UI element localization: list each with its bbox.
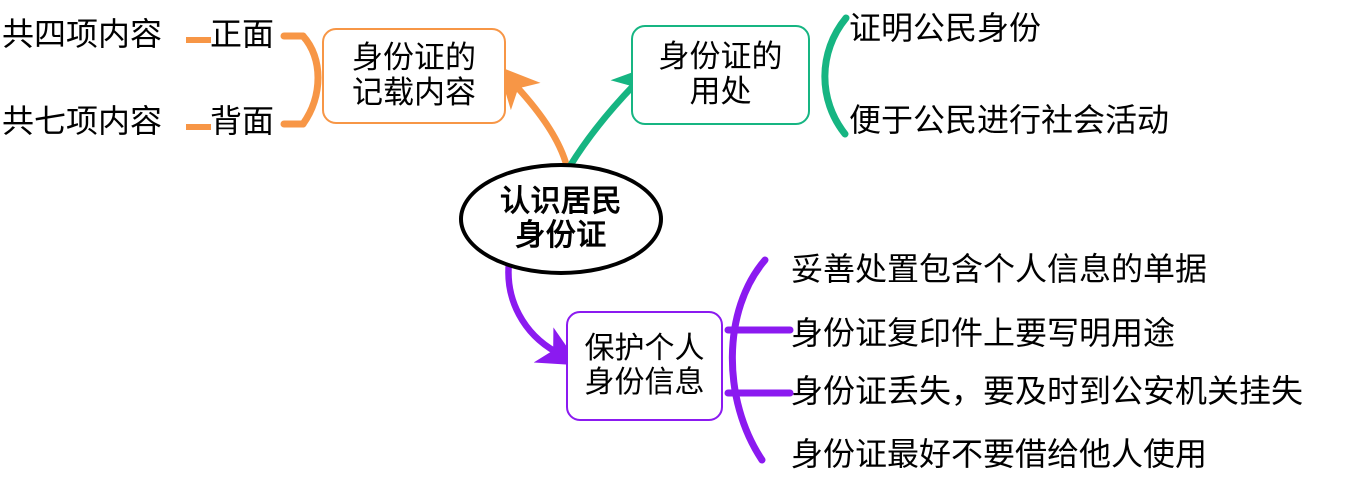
node-usage[interactable]: 身份证的 用处 <box>631 25 810 125</box>
record-front-label: 正面 <box>210 15 275 53</box>
bracket-usage <box>821 14 850 138</box>
protect-child-4: 身份证最好不要借给他人使用 <box>791 435 1208 473</box>
edge-center-to-protect <box>505 258 580 366</box>
edge-center-to-record <box>497 65 571 171</box>
usage-child-social: 便于公民进行社会活动 <box>849 101 1170 139</box>
central-topic[interactable]: 认识居民 身份证 <box>459 163 663 275</box>
bracket-record <box>299 32 322 128</box>
node-record-content-line2: 记载内容 <box>352 75 476 111</box>
record-back-detail: 共七项内容 <box>2 102 163 140</box>
node-record-content-line1: 身份证的 <box>352 40 476 77</box>
node-protect-info[interactable]: 保护个人 身份信息 <box>566 311 723 421</box>
node-record-content[interactable]: 身份证的 记载内容 <box>322 28 506 124</box>
protect-child-2: 身份证复印件上要写明用途 <box>791 314 1176 352</box>
bracket-protect <box>728 256 769 464</box>
node-protect-info-line1: 保护个人 <box>584 331 705 367</box>
central-topic-line2: 身份证 <box>515 218 607 253</box>
node-usage-line2: 用处 <box>689 74 752 110</box>
protect-child-1: 妥善处置包含个人信息的单据 <box>791 250 1208 288</box>
protect-child-3: 身份证丢失，要及时到公安机关挂失 <box>791 372 1304 410</box>
usage-child-proof: 证明公民身份 <box>849 9 1042 47</box>
node-protect-info-line2: 身份信息 <box>584 365 705 400</box>
record-back-label: 背面 <box>210 102 275 140</box>
node-usage-line1: 身份证的 <box>658 39 783 76</box>
central-topic-line1: 认识居民 <box>500 183 622 219</box>
record-front-detail: 共四项内容 <box>2 15 163 53</box>
edge-center-to-usage <box>566 64 654 170</box>
